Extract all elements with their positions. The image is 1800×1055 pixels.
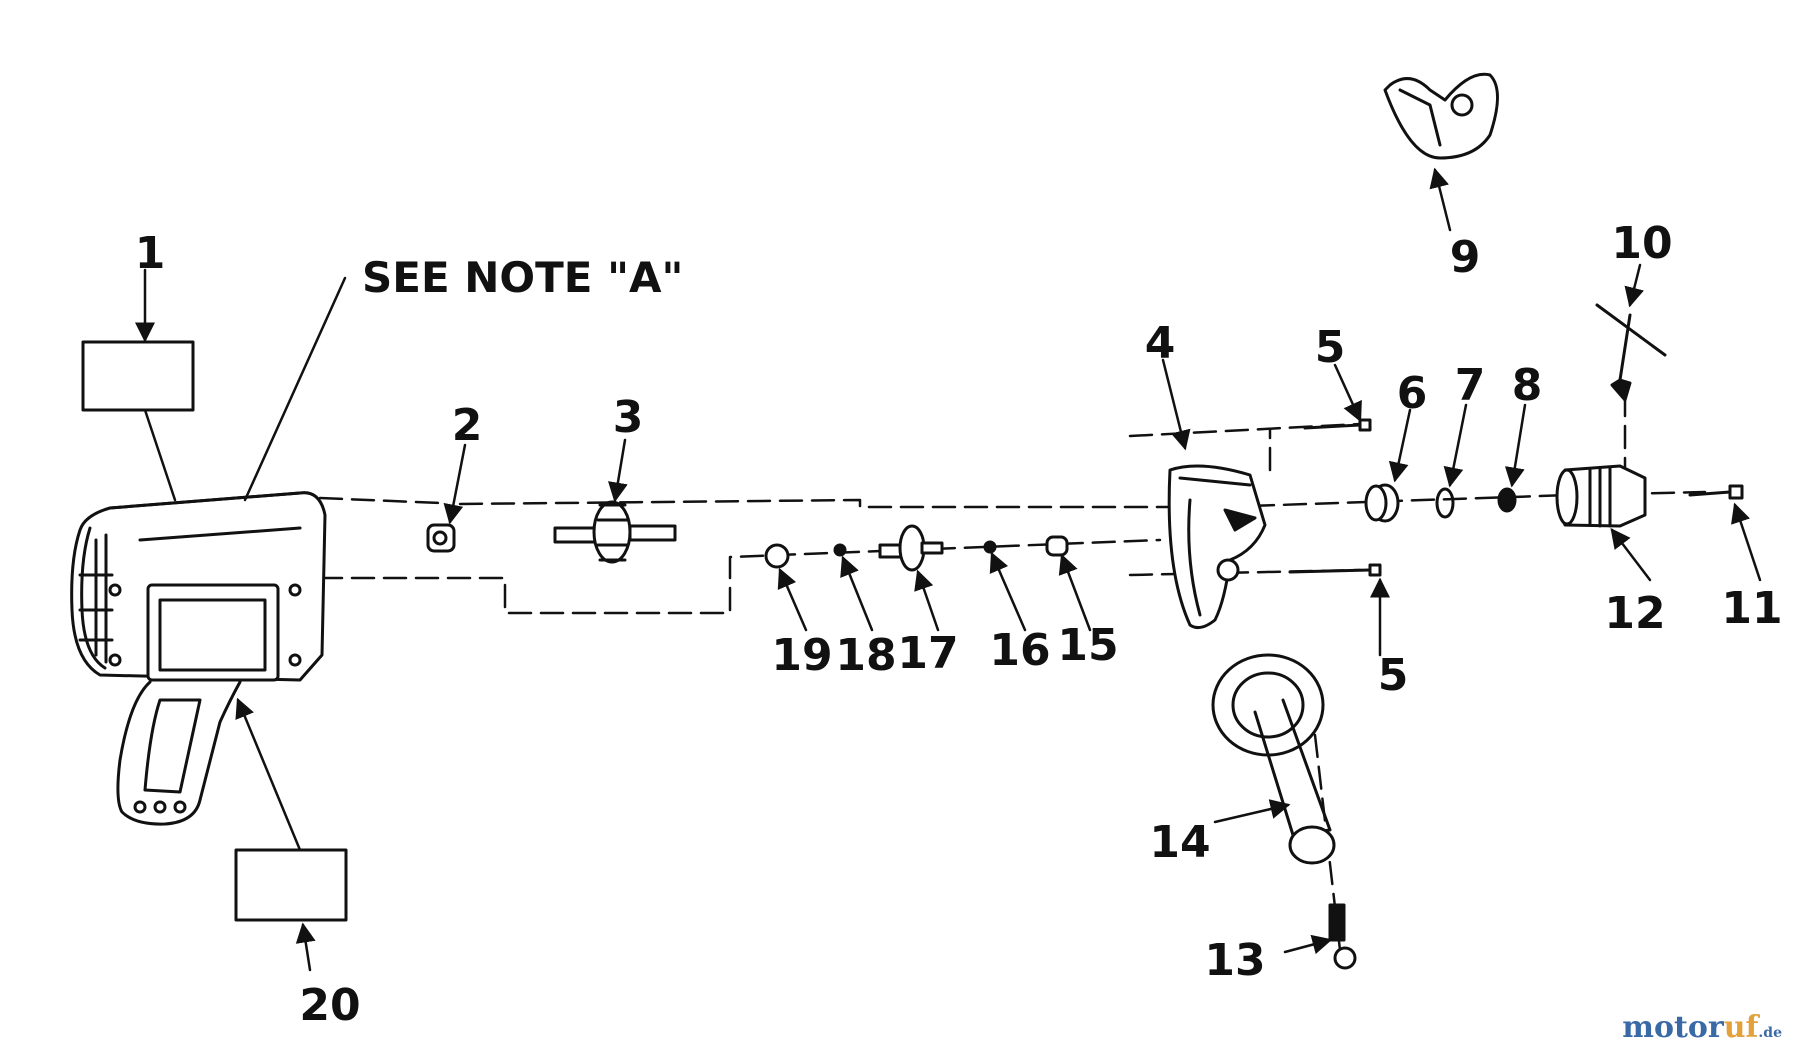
part-9-clip [1383,72,1499,160]
label-plate-20 [234,848,348,922]
part-5-screw-bottom [1288,563,1382,577]
part-label-6: 6 [1397,368,1428,419]
part-label-18: 18 [835,630,896,681]
leader-lines [135,167,1762,972]
part-label-5b: 5 [1378,650,1409,701]
part-16-ball [983,540,997,554]
part-15-bearing [1045,535,1069,557]
part-10-chuck-key [1595,303,1667,402]
part-label-17: 17 [897,628,958,679]
note-label: SEE NOTE "A" [362,253,683,302]
part-label-8: 8 [1512,360,1543,411]
watermark-suffix: .de [1758,1025,1782,1041]
part-3-spindle-gear [553,500,677,564]
part-12-chuck [1555,464,1647,528]
part-label-3: 3 [613,392,644,443]
part-label-19: 19 [771,630,832,681]
watermark-part2: uf [1723,1010,1759,1045]
part-label-2: 2 [452,400,483,451]
part-label-4: 4 [1145,318,1176,369]
part-14-side-handle [1211,653,1336,865]
part-19-washer [764,543,790,569]
part-13-bolt [1328,903,1357,970]
part-18-ball [833,543,847,557]
part-label-1: 1 [135,228,166,279]
part-labels: 1 2 3 4 5 5 6 7 8 9 10 11 12 13 14 15 16… [135,218,1783,1031]
part-label-7: 7 [1455,360,1486,411]
part-8-washer [1497,487,1517,513]
part-17-gear [878,524,944,572]
part-11-chuck-screw [1688,484,1744,500]
part-2-bearing [426,523,456,553]
part-label-11: 11 [1721,583,1782,634]
part-7-retaining-ring [1435,487,1455,519]
part-label-10: 10 [1611,218,1672,269]
part-label-5a: 5 [1315,322,1346,373]
part-label-12: 12 [1604,588,1665,639]
part-label-20: 20 [299,980,360,1031]
part-label-13: 13 [1204,935,1265,986]
part-label-15: 15 [1057,620,1118,671]
part-label-9: 9 [1450,232,1481,283]
part-4-gear-housing [1167,464,1267,630]
part-5-screw-top [1303,418,1372,432]
watermark-logo: motoruf.de [1622,1010,1782,1045]
watermark-part1: motor [1622,1010,1724,1045]
part-label-16: 16 [989,625,1050,676]
part-6-bearing [1364,483,1400,523]
label-plate-1 [81,340,195,412]
drill-housing [70,491,327,826]
part-label-14: 14 [1149,817,1210,868]
